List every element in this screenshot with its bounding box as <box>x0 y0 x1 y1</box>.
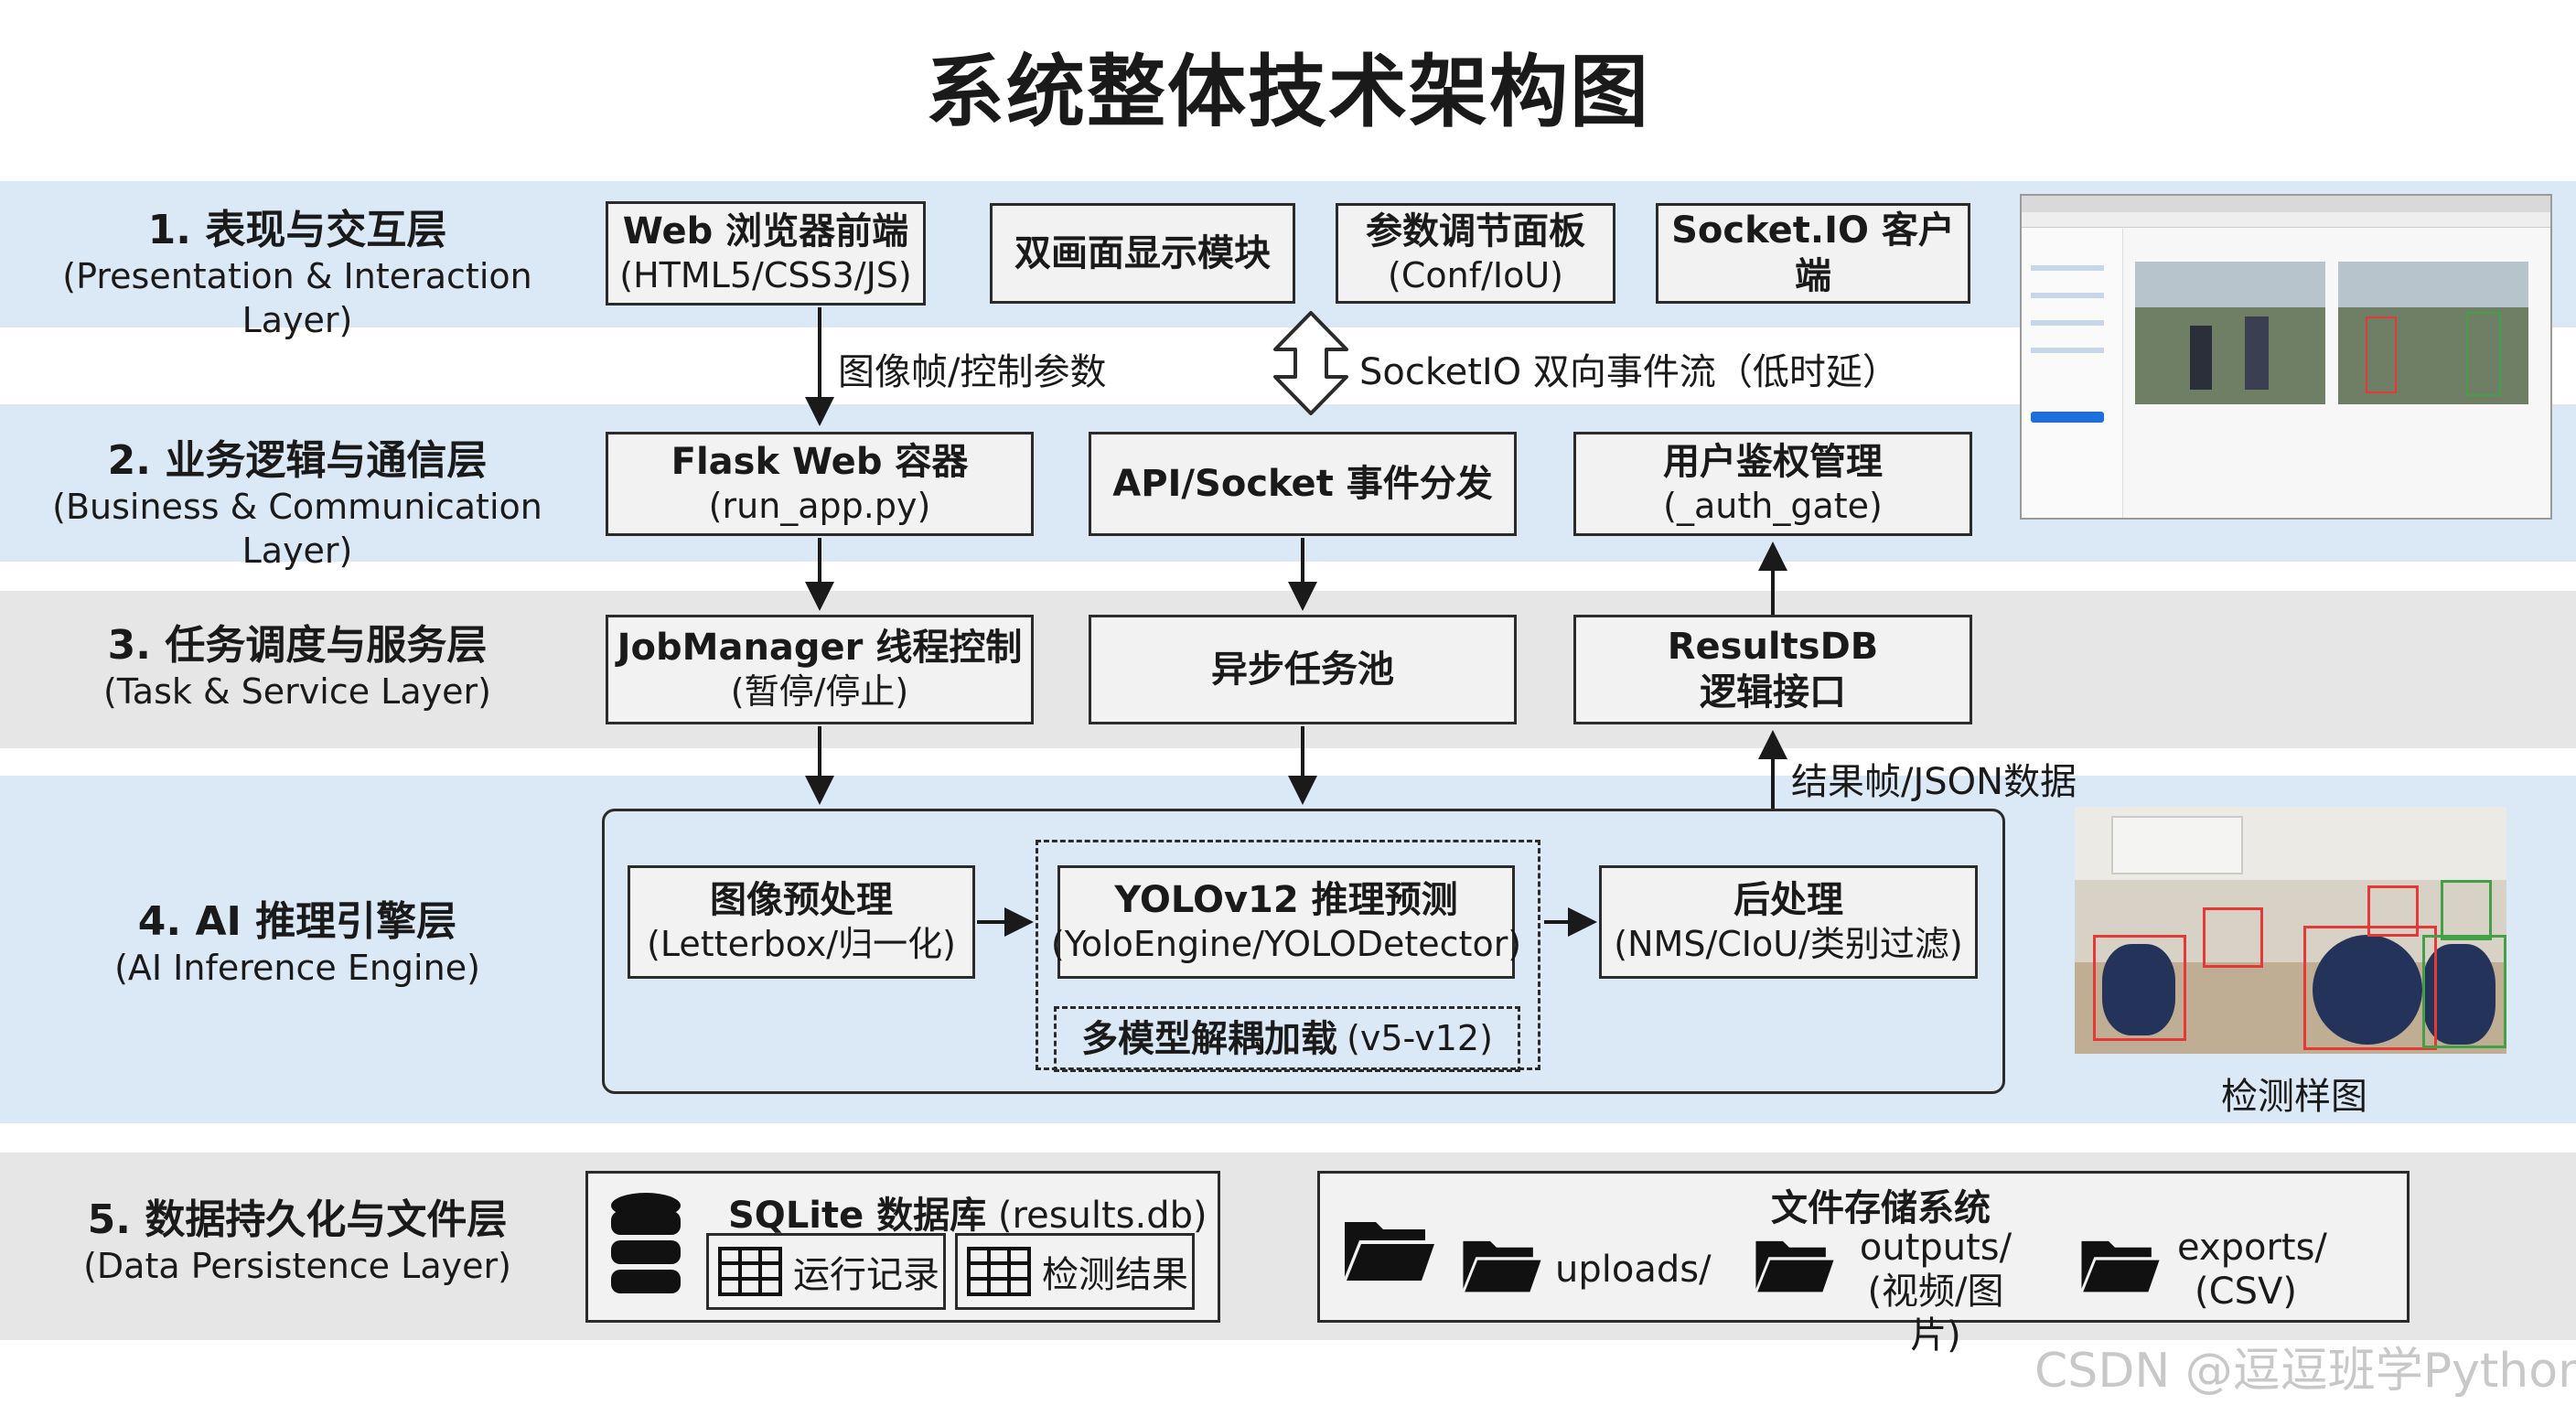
node-param-panel: 参数调节面板(Conf/IoU) <box>1336 203 1615 304</box>
edge-label-socketio-stream: SocketIO 双向事件流（低时延） <box>1359 351 1899 393</box>
thumb-video-right <box>2338 262 2528 404</box>
watermark: CSDN @逗逗班学Python <box>2034 1344 2576 1399</box>
node-yolo: YOLOv12 推理预测(YoloEngine/YOLODetector) <box>1051 865 1521 979</box>
folder-icon <box>1463 1240 1541 1292</box>
detection-sample-image <box>2075 807 2506 1054</box>
filesystem-title: 文件存储系统 <box>1771 1187 1991 1229</box>
table-detection-results: 检测结果 <box>955 1233 1195 1310</box>
node-multimodel: 多模型解耦加载(v5-v12) <box>1054 1006 1520 1072</box>
sqlite-title: SQLite 数据库 (results.db) <box>728 1195 1208 1237</box>
edge-label-result-json: 结果帧/JSON数据 <box>1791 761 2077 803</box>
node-socketio-client: Socket.IO 客户端 <box>1656 203 1970 304</box>
diagram-title: 系统整体技术架构图 <box>926 47 1650 138</box>
folder-icon <box>1345 1222 1434 1281</box>
layer-label-2: 2. 业务逻辑与通信层(Business & Communication Lay… <box>52 437 542 571</box>
table-run-records: 运行记录 <box>706 1233 946 1310</box>
edge-label-frames-params: 图像帧/控制参数 <box>838 351 1107 393</box>
node-preprocess: 图像预处理(Letterbox/归一化) <box>628 865 975 979</box>
layer-label-1: 1. 表现与交互层(Presentation & Interaction Lay… <box>62 207 532 340</box>
thumb-sidebar <box>2022 229 2123 518</box>
node-dispatcher: API/Socket 事件分发 <box>1089 432 1517 536</box>
database-icon <box>611 1193 681 1293</box>
folder-label-outputs: outputs/ (视频/图片) <box>1859 1227 2012 1357</box>
node-auth: 用户鉴权管理(_auth_gate) <box>1573 432 1972 536</box>
node-flask: Flask Web 容器(run_app.py) <box>606 432 1034 536</box>
thumb-titlebar <box>2022 196 2550 212</box>
node-jobmanager: JobManager 线程控制(暂停/停止) <box>606 615 1034 724</box>
node-postprocess: 后处理(NMS/CIoU/类别过滤) <box>1599 865 1978 979</box>
folder-label-uploads: uploads/ <box>1555 1249 1712 1291</box>
arrow-socketio-bidirectional <box>1273 311 1348 415</box>
yolo-dashed-group <box>1036 840 1540 1070</box>
filesystem-panel <box>1317 1171 2410 1323</box>
thumb-video-left <box>2135 262 2325 404</box>
node-dual-display: 双画面显示模块 <box>990 203 1295 304</box>
folder-icon <box>1755 1240 1834 1292</box>
layer-label-4: 4. AI 推理引擎层(AI Inference Engine) <box>114 898 480 988</box>
ai-engine-frame <box>602 809 2005 1094</box>
ui-screenshot-thumbnail <box>2020 194 2552 520</box>
folder-icon <box>2081 1240 2160 1292</box>
node-web-browser: Web 浏览器前端(HTML5/CSS3/JS) <box>606 201 926 306</box>
table-icon <box>967 1247 1031 1296</box>
folder-label-exports: exports/ (CSV) <box>2177 1227 2327 1313</box>
thumb-addressbar <box>2022 212 2550 228</box>
layer-label-3: 3. 任务调度与服务层(Task & Service Layer) <box>103 622 491 712</box>
layer-label-5: 5. 数据持久化与文件层(Data Persistence Layer) <box>83 1196 511 1286</box>
table-icon <box>718 1247 782 1296</box>
node-async-pool: 异步任务池 <box>1089 615 1517 724</box>
detection-sample-caption: 检测样图 <box>2221 1076 2367 1118</box>
